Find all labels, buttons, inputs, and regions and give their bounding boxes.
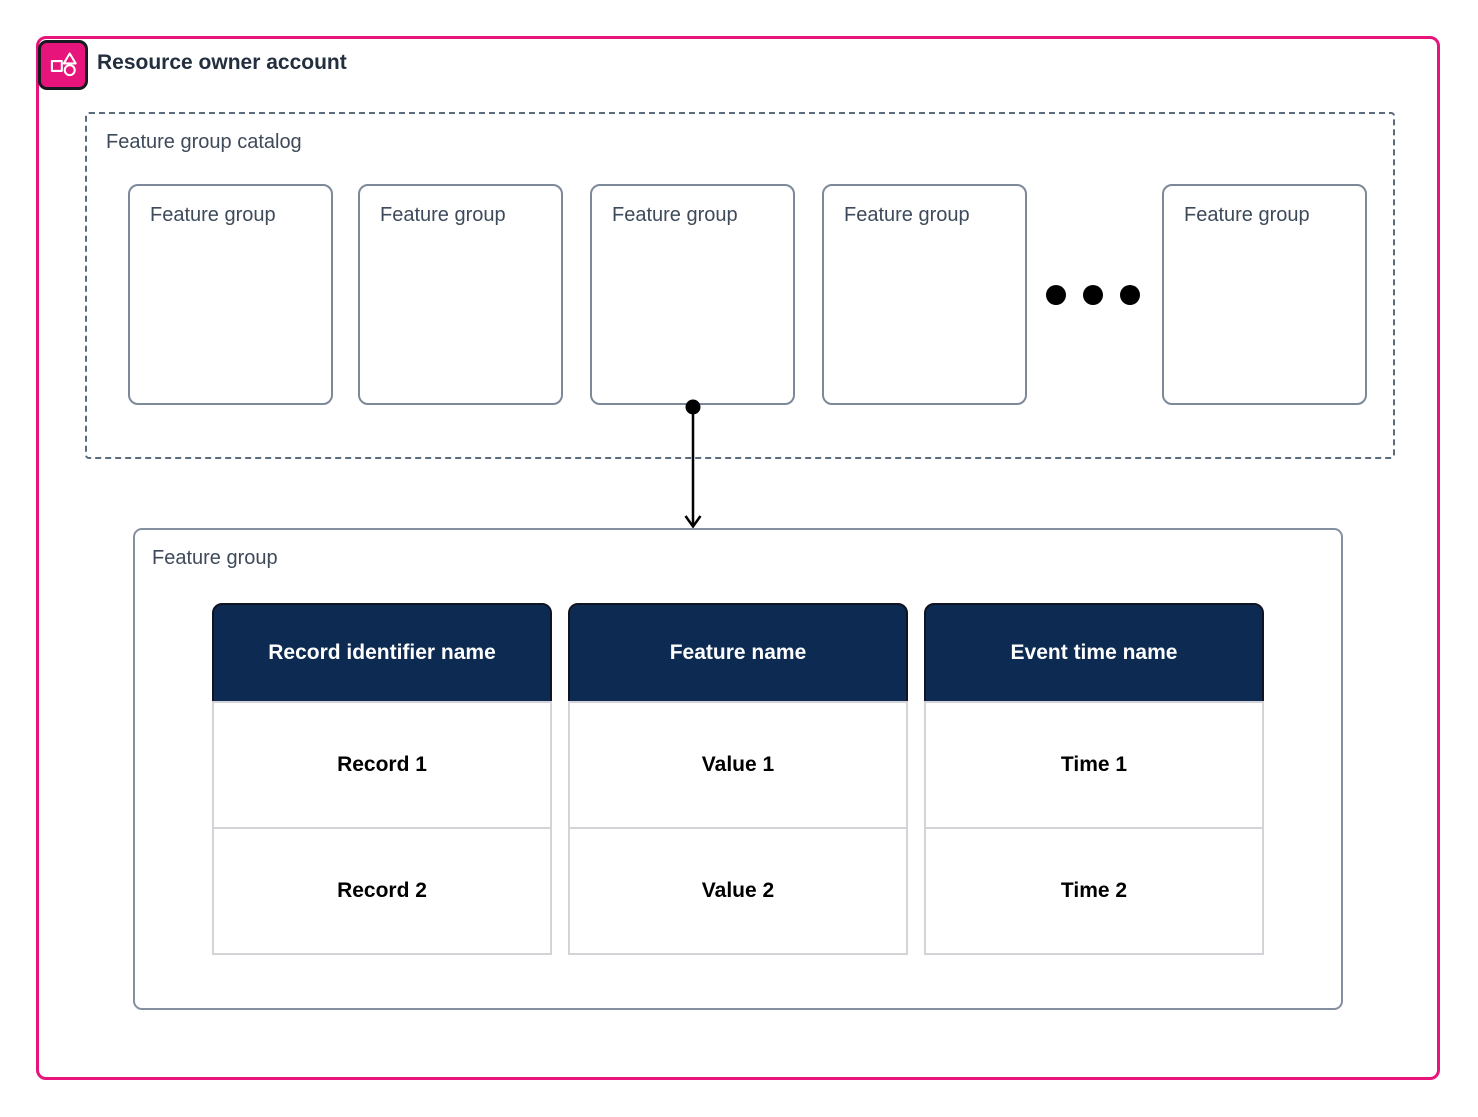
feature-group-card: Feature group bbox=[1162, 184, 1367, 405]
table-cell: Time 1 bbox=[924, 701, 1264, 829]
feature-group-card-label: Feature group bbox=[612, 204, 738, 226]
column-header: Event time name bbox=[924, 603, 1264, 703]
sagemaker-resource-icon-glyph bbox=[50, 52, 77, 77]
more-items-dots-icon bbox=[1120, 285, 1140, 305]
feature-group-catalog-box bbox=[85, 112, 1395, 459]
feature-group-card: Feature group bbox=[128, 184, 333, 405]
more-items-dots-icon bbox=[1083, 285, 1103, 305]
column-header: Feature name bbox=[568, 603, 908, 703]
down-arrow-connector bbox=[684, 399, 702, 529]
sagemaker-resource-icon bbox=[38, 40, 88, 90]
table-cell: Value 2 bbox=[568, 827, 908, 955]
account-title: Resource owner account bbox=[97, 51, 347, 74]
feature-group-card-label: Feature group bbox=[844, 204, 970, 226]
more-items-dots-icon bbox=[1046, 285, 1066, 305]
record-identifier-column: Record identifier name Record 1 Record 2 bbox=[212, 603, 552, 955]
column-header: Record identifier name bbox=[212, 603, 552, 703]
feature-group-detail-label: Feature group bbox=[152, 547, 278, 569]
feature-group-card-label: Feature group bbox=[150, 204, 276, 226]
table-cell: Time 2 bbox=[924, 827, 1264, 955]
feature-group-card: Feature group bbox=[358, 184, 563, 405]
event-time-column: Event time name Time 1 Time 2 bbox=[924, 603, 1264, 955]
feature-group-catalog-label: Feature group catalog bbox=[106, 131, 302, 153]
table-cell: Value 1 bbox=[568, 701, 908, 829]
feature-group-card-label: Feature group bbox=[1184, 204, 1310, 226]
table-cell: Record 2 bbox=[212, 827, 552, 955]
feature-group-card: Feature group bbox=[822, 184, 1027, 405]
table-cell: Record 1 bbox=[212, 701, 552, 829]
feature-name-column: Feature name Value 1 Value 2 bbox=[568, 603, 908, 955]
feature-group-card: Feature group bbox=[590, 184, 795, 405]
feature-group-card-label: Feature group bbox=[380, 204, 506, 226]
